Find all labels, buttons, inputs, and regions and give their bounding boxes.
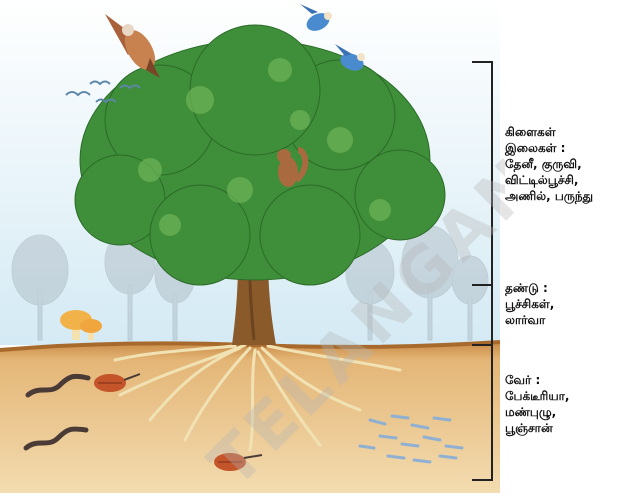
root-label-line-1: வேர் : bbox=[505, 372, 585, 388]
canopy-label-line-3: தேனீ, குருவி, bbox=[505, 156, 617, 172]
canopy-label-line-1: கிளைகள் bbox=[505, 124, 617, 140]
canopy-label-line-5: அணில், பருந்து bbox=[505, 188, 617, 204]
canopy-label-line-2: இலைகள் : bbox=[505, 140, 617, 156]
root-label-line-3: மண்புழு, bbox=[505, 404, 585, 420]
stem-label-line-2: பூச்சிகள், bbox=[505, 296, 585, 312]
stem-label: தண்டு : பூச்சிகள், லார்வா bbox=[505, 280, 585, 328]
canopy-label-line-4: விட்டில்பூச்சி, bbox=[505, 172, 617, 188]
root-label: வேர் : பேக்டீரியா, மண்புழு, பூஞ்சான் bbox=[505, 372, 585, 436]
canopy-label: கிளைகள் இலைகள் : தேனீ, குருவி, விட்டில்ப… bbox=[505, 124, 617, 204]
soil bbox=[0, 342, 500, 493]
root-label-line-2: பேக்டீரியா, bbox=[505, 388, 585, 404]
stem-label-line-1: தண்டு : bbox=[505, 280, 585, 296]
stem-label-line-3: லார்வா bbox=[505, 312, 585, 328]
root-label-line-4: பூஞ்சான் bbox=[505, 420, 585, 436]
